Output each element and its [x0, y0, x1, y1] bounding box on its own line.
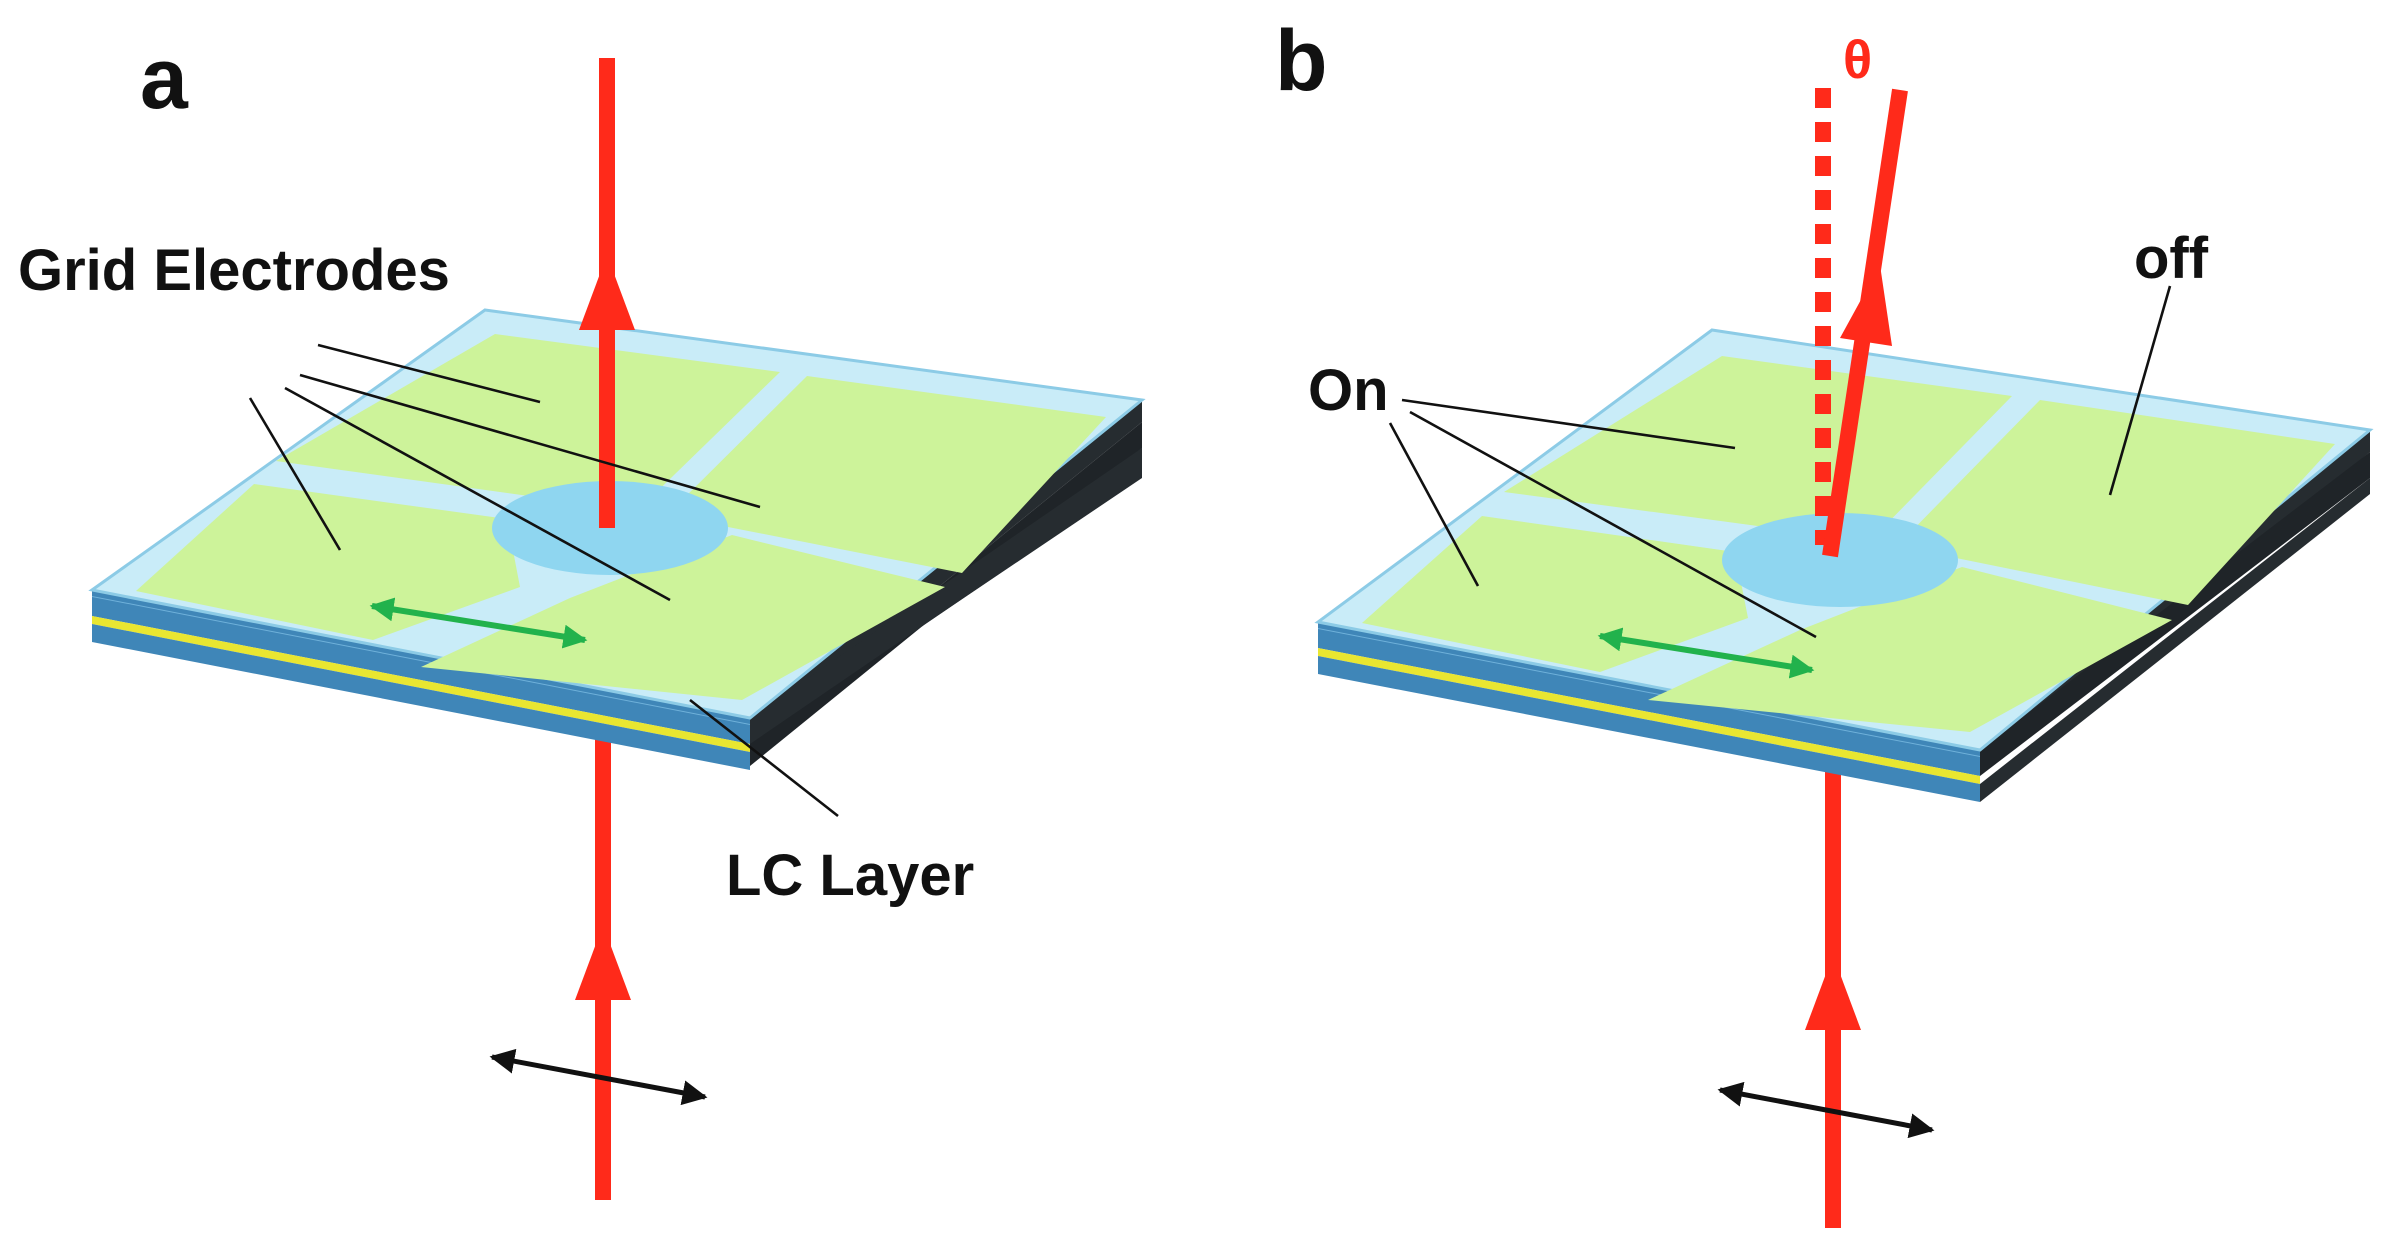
theta-label: θ [1843, 30, 1872, 90]
output-polarization-arrow-b [1597, 627, 1815, 679]
deflected-beam-b [1822, 88, 1908, 558]
input-polarization-arrow-b [1717, 1081, 1935, 1139]
lc-device-b [1314, 328, 2374, 802]
outgoing-beam-a [579, 58, 635, 528]
lc-layer-b [1318, 648, 1980, 784]
center-pad-b [1722, 513, 1958, 607]
electrode-a-2 [667, 376, 1106, 573]
grid-electrodes-label: Grid Electrodes [18, 238, 450, 303]
electrode-b-1 [1504, 356, 2012, 541]
lc-layer-a [92, 616, 750, 752]
electrode-b-4 [1648, 567, 2172, 732]
on-label: On [1308, 358, 1389, 423]
electrode-a-1 [276, 334, 780, 511]
lc-layer-leader-a [689, 698, 839, 818]
lc-layer-label: LC Layer [726, 843, 974, 908]
output-polarization-arrow-a [369, 597, 588, 649]
off-leader-b [2108, 285, 2172, 496]
panel-a-label: a [140, 31, 189, 127]
incoming-beam-b [1805, 763, 1861, 1228]
incoming-beam-a [575, 730, 631, 1200]
electrode-a-4 [421, 535, 945, 700]
panel-b: b [1275, 13, 2374, 1228]
electrode-b-2 [1897, 400, 2335, 605]
panel-a: a [18, 31, 1146, 1200]
electrode-leaders-a [248, 343, 761, 602]
lc-device-a [88, 308, 1146, 770]
input-polarization-arrow-a [489, 1048, 708, 1106]
panel-b-label: b [1275, 13, 1328, 109]
on-leaders-b [1388, 398, 1817, 639]
off-label: off [2134, 226, 2209, 291]
